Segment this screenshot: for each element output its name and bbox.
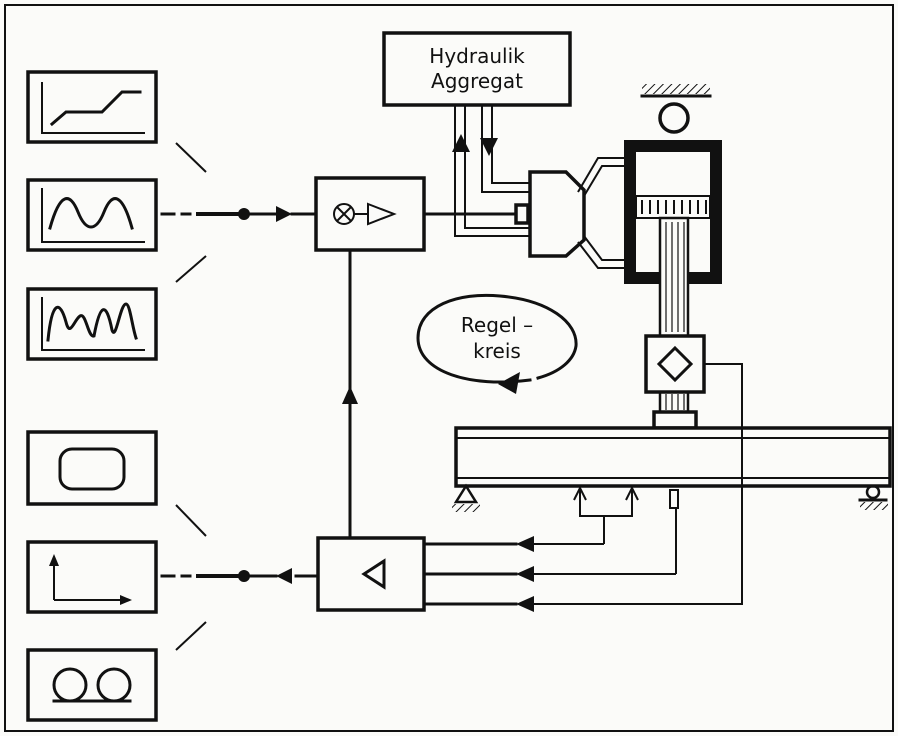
- test-beam: [454, 426, 892, 488]
- output-selector-switch: [160, 504, 320, 651]
- top-support: [640, 84, 712, 134]
- comparator-amplifier-box: [314, 176, 426, 252]
- output-screen-panel: [26, 430, 158, 506]
- input-ramp-panel: [26, 70, 158, 144]
- sine-signal-icon: [41, 188, 145, 243]
- left-support: [452, 483, 480, 512]
- right-support: [858, 484, 888, 510]
- hydraulic-supply-lines: [452, 105, 530, 237]
- hydraulic-unit-label-2: Aggregat: [431, 69, 523, 93]
- feedback-to-comparator: [342, 248, 358, 540]
- monitor-screen-icon: [58, 447, 126, 491]
- tape-reel-icon: [52, 667, 132, 703]
- feedback-lines: [422, 363, 743, 612]
- piston-rod: [652, 216, 698, 430]
- hydraulic-unit-box: Hydraulik Aggregat: [382, 31, 572, 107]
- input-selector-switch: [160, 142, 318, 283]
- strain-gauges: [573, 485, 679, 574]
- outer-frame: [4, 4, 894, 732]
- control-loop-label-2: kreis: [473, 339, 521, 363]
- xy-plotter-icon: [49, 554, 132, 605]
- hydraulic-unit-label-1: Hydraulik: [429, 44, 525, 68]
- random-signal-icon: [41, 297, 145, 351]
- servo-valve: [514, 157, 636, 269]
- control-loop-label-1: Regel –: [461, 313, 533, 337]
- comparator-amplifier-icon: [333, 202, 397, 226]
- input-sine-panel: [26, 178, 158, 252]
- load-cell-icon: [656, 345, 694, 383]
- output-tape-panel: [26, 648, 158, 722]
- load-cell-box: [644, 334, 706, 394]
- measurement-amplifier-icon: [361, 558, 386, 590]
- control-loop-arrow: Regel – kreis: [416, 293, 578, 394]
- measurement-amplifier-box: [316, 536, 426, 612]
- input-random-panel: [26, 287, 158, 361]
- ramp-signal-icon: [41, 82, 145, 134]
- output-plotter-panel: [26, 540, 158, 614]
